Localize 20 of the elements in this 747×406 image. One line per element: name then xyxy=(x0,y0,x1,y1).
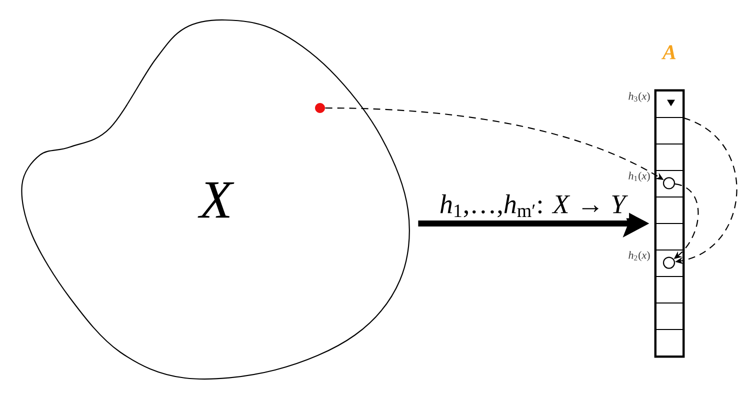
table-cell xyxy=(656,223,684,251)
set-region: X xyxy=(21,19,410,380)
point-dot xyxy=(315,103,325,113)
hash-label: h$_{2}$(x) xyxy=(628,251,650,262)
table-cell xyxy=(656,276,684,304)
circle-marker xyxy=(662,256,676,269)
hash-label: h$_{3}$(x) xyxy=(628,92,650,102)
circle-marker xyxy=(662,177,676,190)
table-cell xyxy=(656,196,684,224)
triangle-marker xyxy=(667,100,675,106)
table-cell xyxy=(656,302,684,330)
hash-label: h$_{1}$(x) xyxy=(628,172,650,182)
table-cell xyxy=(656,329,684,357)
edge-label: h$_{1}$,…,h$_{m′}$: X → Y xyxy=(438,193,630,218)
table-cell xyxy=(656,170,684,198)
table-cell xyxy=(656,90,684,118)
table-cell xyxy=(656,249,684,277)
table-title: A xyxy=(661,45,676,60)
table-cell xyxy=(656,143,684,171)
table-cell xyxy=(656,117,684,145)
